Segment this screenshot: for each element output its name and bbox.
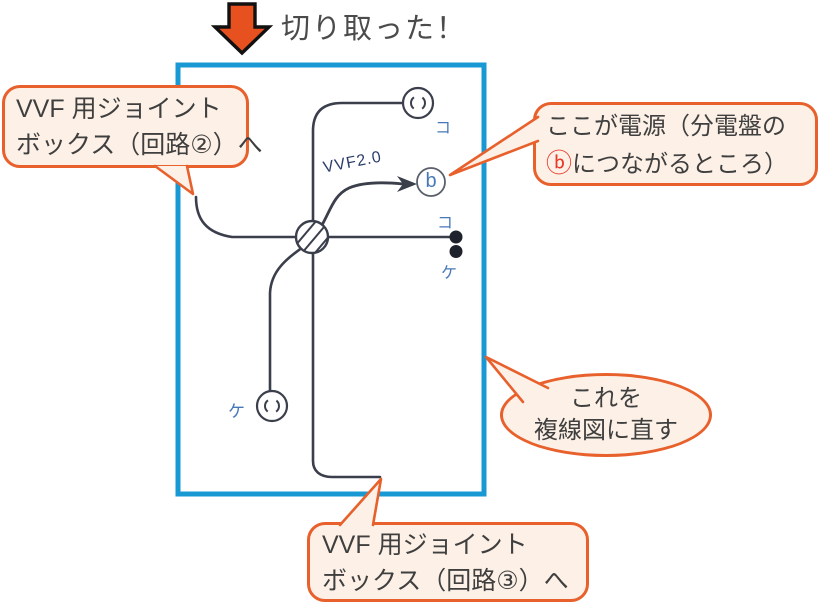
- callout-line: 複線図に直す: [534, 417, 678, 444]
- ceiling-lamp-symbol-bottom: [255, 389, 289, 423]
- power-point-letter: b: [425, 169, 437, 192]
- callout-line-text: につながるところ）: [572, 151, 789, 178]
- callout-joint-box-circuit3: VVF 用ジョイント ボックス（回路③）へ: [307, 522, 589, 602]
- cut-here-arrow-icon: [210, 2, 274, 56]
- callout-line: ボックス（回路③）へ: [322, 567, 569, 595]
- wires: [194, 101, 452, 479]
- label-terminal-ke: ケ: [441, 265, 458, 282]
- circled-b-symbol: ⓑ: [546, 148, 573, 178]
- callout-line: ⓑにつながるところ）: [546, 145, 805, 183]
- callout-joint-box-circuit2: VVF 用ジョイント ボックス（回路②）へ: [2, 85, 263, 168]
- power-point-circle: [416, 167, 446, 197]
- cut-label: 切り取った！: [281, 13, 468, 45]
- callout-convert-to-multiline: これを 複線図に直す: [500, 373, 712, 457]
- wire-top-lamp-to-bottom: [311, 101, 405, 479]
- callout-line: ここが電源（分電盤の: [546, 113, 786, 140]
- callout-line: これを: [570, 385, 642, 412]
- callout-line: ボックス（回路②）へ: [16, 131, 263, 159]
- callout-line: VVF 用ジョイント: [322, 531, 528, 559]
- label-lamp-bottom-ke: ケ: [228, 402, 245, 421]
- joint-box-symbol: [294, 219, 330, 255]
- wire-to-bottom-lamp: [268, 245, 305, 393]
- ceiling-lamp-symbol-top: [401, 86, 435, 120]
- label-terminal-ko: コ: [437, 215, 454, 232]
- wire-left-hook-to-terminals: [194, 195, 452, 239]
- terminal-dot-ke: [449, 245, 463, 258]
- cutout-frame: [175, 62, 487, 497]
- terminal-dots: [449, 230, 463, 258]
- arrowhead: [397, 176, 417, 192]
- vvf-arrow: [320, 176, 417, 227]
- terminal-dot-ko: [449, 230, 463, 244]
- callout-power-source: ここが電源（分電盤の ⓑにつながるところ）: [533, 102, 818, 186]
- label-lamp-top-ko: コ: [435, 120, 452, 137]
- callout-line: VVF 用ジョイント: [16, 95, 222, 123]
